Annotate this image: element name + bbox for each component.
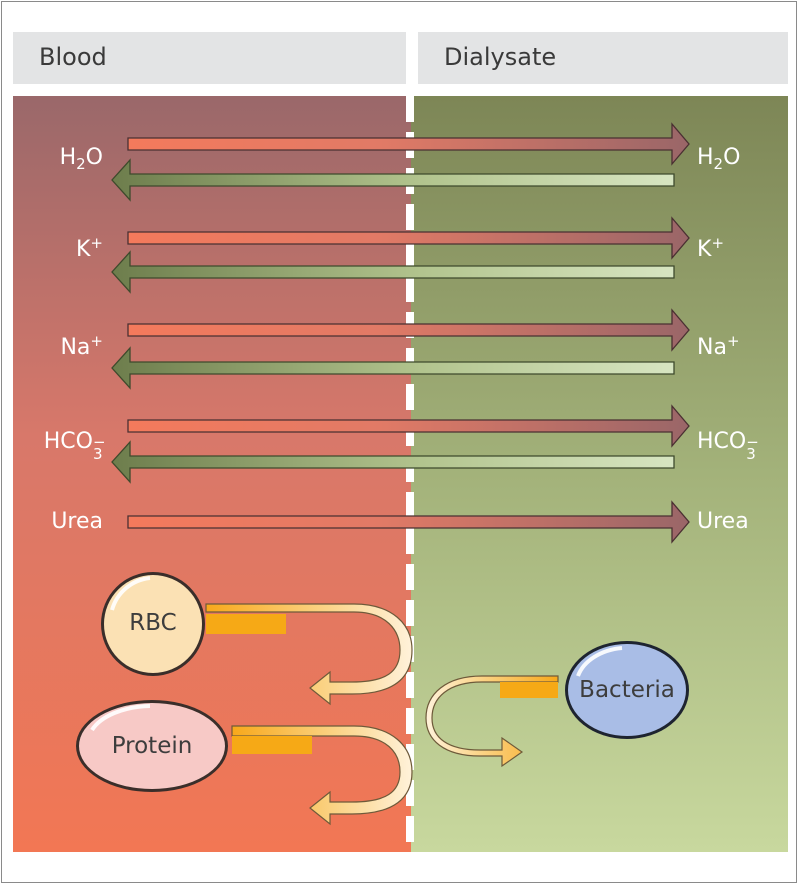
label-h2o-blood: H2O [59, 145, 103, 173]
label-hco3-blood: HCO−3 [43, 429, 106, 464]
arrow-na-left [111, 346, 675, 390]
arrow-urea-right [127, 500, 690, 544]
label-hco3-dialysate: HCO−3 [697, 429, 759, 464]
label-k-blood: K+ [75, 234, 103, 262]
arrow-h2o-left [111, 158, 675, 202]
arrow-na-right [127, 308, 690, 352]
label-h2o-dialysate: H2O [697, 145, 741, 173]
protein-label: Protein [111, 733, 193, 759]
arrow-k-right [127, 216, 690, 260]
bacteria-oval [565, 641, 689, 739]
protein-rebound-arrow [231, 725, 413, 826]
dialysate-compartment [411, 96, 788, 852]
arrow-hco3-right [127, 404, 690, 448]
arrow-k-left [111, 250, 675, 294]
rbc-label: RBC [129, 610, 177, 636]
blood-header-label: Blood [39, 43, 107, 71]
bacteria-label: Bacteria [579, 677, 675, 703]
bacteria-rebound-arrow [425, 675, 559, 768]
protein-oval [76, 700, 228, 792]
dialysate-header-label: Dialysate [444, 43, 557, 71]
label-na-blood: Na+ [60, 332, 103, 360]
rbc-cell [101, 572, 205, 676]
label-k-dialysate: K+ [697, 234, 725, 262]
arrow-h2o-right [127, 122, 690, 166]
dialysate-header: Dialysate [418, 32, 788, 84]
rbc-rebound-arrow [205, 603, 413, 706]
label-urea-blood: Urea [51, 509, 103, 534]
blood-header: Blood [13, 32, 406, 84]
label-urea-dialysate: Urea [697, 509, 749, 534]
label-na-dialysate: Na+ [697, 332, 740, 360]
arrow-hco3-left [111, 440, 675, 484]
